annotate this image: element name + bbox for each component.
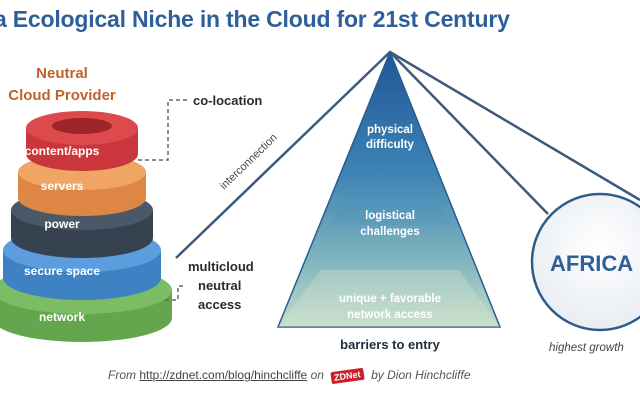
diagram-title: a Ecological Niche in the Cloud for 21st… — [0, 6, 510, 32]
tier2-line2: challenges — [360, 226, 419, 238]
tier2-line1: logistical — [365, 210, 415, 222]
africa-caption: highest growth — [549, 342, 624, 354]
africa-connector-right — [389, 50, 640, 202]
multicloud-line3: access — [198, 297, 241, 312]
tier1-line1: physical — [367, 124, 413, 136]
provider-label-line2: Cloud Provider — [8, 87, 116, 104]
tier3-line1: unique + favorable — [339, 293, 441, 305]
multicloud-line2: neutral — [198, 278, 241, 293]
africa-circle — [530, 192, 640, 332]
footer-on: on — [310, 368, 324, 382]
africa-label: AFRICA — [550, 251, 633, 276]
colocation-bracket — [138, 99, 188, 161]
layer-label-secure: secure space — [24, 264, 100, 278]
multicloud-bracket — [165, 285, 186, 301]
connector-lines — [175, 50, 640, 259]
africa-connector-left — [389, 51, 549, 215]
footer-prefix: From — [108, 368, 136, 382]
barriers-caption: barriers to entry — [340, 337, 440, 352]
triangle-shape — [276, 49, 502, 328]
triangle-mid-band — [330, 180, 450, 225]
attribution-footer: From http://zdnet.com/blog/hinchcliffe o… — [108, 367, 471, 385]
layer-label-content: content/apps — [25, 144, 100, 158]
footer-url-link[interactable]: http://zdnet.com/blog/hinchcliffe — [139, 368, 308, 382]
provider-label-line1: Neutral — [36, 65, 88, 82]
content-ring-hole — [52, 118, 112, 134]
layer-label-network: network — [39, 310, 85, 324]
colocation-label: co-location — [193, 93, 262, 108]
footer-suffix: by Dion Hinchcliffe — [371, 368, 471, 382]
layer-label-power: power — [44, 217, 80, 231]
tier1-line2: difficulty — [366, 139, 415, 151]
triangle-bottom-band — [278, 270, 500, 327]
layer-label-servers: servers — [41, 179, 84, 193]
interconnection-line — [175, 51, 391, 259]
barriers-triangle — [276, 49, 502, 328]
zdnet-badge: ZDNet — [330, 367, 365, 385]
provider-stack — [0, 111, 172, 342]
tier3-line2: network access — [347, 309, 433, 321]
multicloud-line1: multicloud — [188, 259, 254, 274]
interconnection-label: interconnection — [218, 132, 280, 192]
